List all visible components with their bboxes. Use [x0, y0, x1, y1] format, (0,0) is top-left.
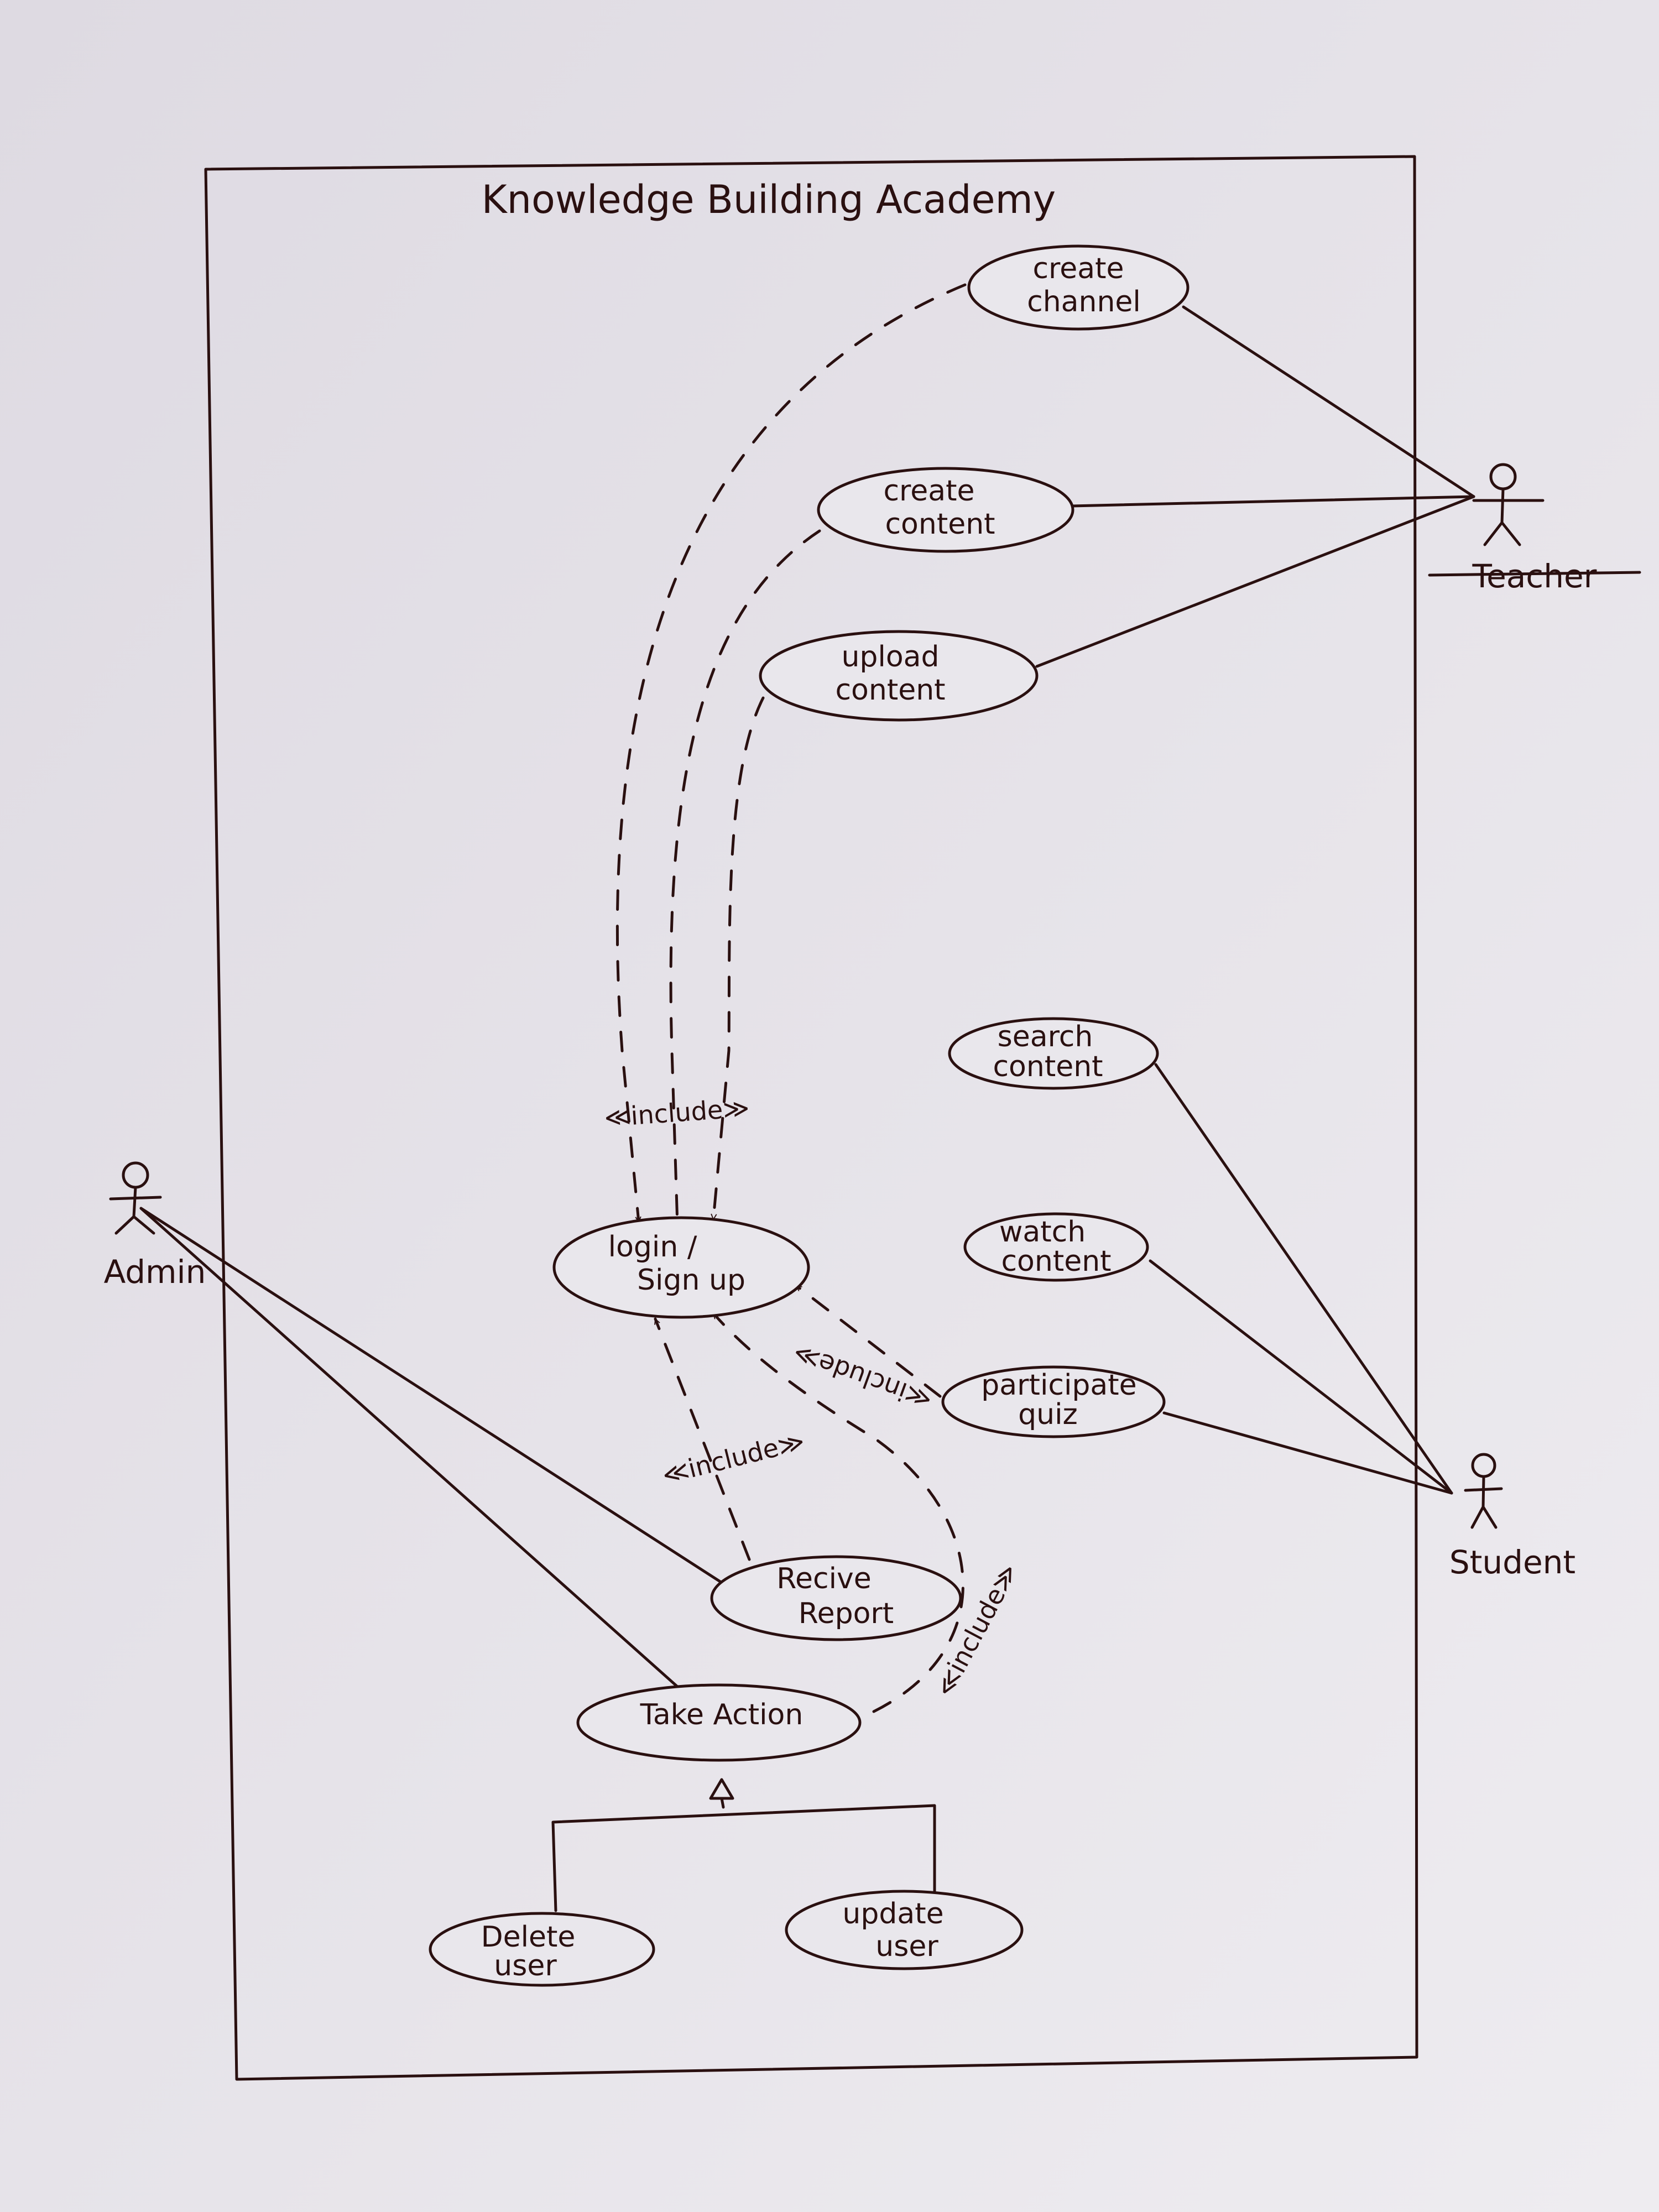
assoc-admin-take-action — [139, 1207, 679, 1688]
include-quiz-login — [795, 1284, 942, 1398]
svg-text:Recive: Recive — [776, 1562, 872, 1595]
actor-admin-label: Admin — [104, 1253, 206, 1291]
svg-text:Delete: Delete — [481, 1921, 576, 1954]
svg-text:update: update — [842, 1897, 943, 1931]
use-case-take-action[interactable]: Take Action — [576, 1683, 862, 1762]
actor-student[interactable]: Student — [1449, 1453, 1575, 1581]
actor-admin[interactable]: Admin — [104, 1161, 206, 1291]
svg-text:Report: Report — [799, 1597, 894, 1630]
svg-text:watch: watch — [999, 1215, 1086, 1249]
svg-text:create: create — [1032, 252, 1124, 285]
svg-text:Sign up: Sign up — [637, 1264, 745, 1297]
actor-teacher-label: Teacher — [1472, 557, 1597, 595]
svg-text:content: content — [993, 1050, 1103, 1083]
include-create-content-login — [669, 529, 821, 1227]
use-case-login-signup[interactable]: login / Sign up — [552, 1216, 810, 1319]
svg-text:participate: participate — [981, 1369, 1136, 1402]
include-action-login — [712, 1312, 964, 1713]
svg-text:search: search — [998, 1020, 1093, 1053]
svg-text:content: content — [885, 508, 995, 541]
generalization-branch — [551, 1804, 936, 1912]
associations — [139, 305, 1475, 1688]
svg-text:upload: upload — [841, 640, 939, 674]
use-case-receive-report[interactable]: Recive Report — [710, 1555, 962, 1641]
use-case-delete-user[interactable]: Delete user — [429, 1912, 655, 1987]
assoc-student-participate-quiz — [1162, 1411, 1453, 1495]
system-boundary — [204, 155, 1418, 2081]
use-case-upload-content[interactable]: upload content — [759, 630, 1039, 722]
svg-text:quiz: quiz — [1018, 1398, 1078, 1431]
use-case-participate-quiz[interactable]: participate quiz — [941, 1365, 1166, 1438]
actor-teacher[interactable]: Teacher — [1428, 463, 1641, 595]
svg-text:content: content — [1001, 1245, 1111, 1278]
svg-text:Take Action: Take Action — [640, 1698, 804, 1731]
use-case-create-content[interactable]: create content — [817, 467, 1074, 553]
assoc-teacher-create-content — [1070, 495, 1475, 508]
use-case-watch-content[interactable]: watch content — [963, 1212, 1149, 1282]
svg-text:channel: channel — [1027, 285, 1141, 319]
svg-text:create: create — [883, 474, 974, 508]
actor-student-label: Student — [1449, 1543, 1575, 1581]
use-case-search-content[interactable]: search content — [948, 1017, 1159, 1090]
assoc-teacher-upload-content — [1035, 495, 1475, 668]
use-case-create-channel[interactable]: create channel — [967, 244, 1190, 331]
include-report-login — [654, 1317, 751, 1561]
include-upload-content-login — [713, 696, 765, 1221]
assoc-admin-receive-report — [139, 1207, 726, 1586]
assoc-student-search-content — [1154, 1063, 1453, 1495]
include-create-channel-login — [615, 283, 967, 1224]
assoc-teacher-create-channel — [1182, 305, 1475, 498]
generalization — [551, 1778, 936, 1912]
svg-text:user: user — [494, 1949, 557, 1983]
include-relations — [615, 283, 967, 1713]
svg-text:content: content — [835, 674, 945, 707]
system-title: Knowledge Building Academy — [482, 177, 1056, 222]
assoc-student-watch-content — [1149, 1259, 1453, 1495]
svg-text:user: user — [875, 1930, 938, 1963]
svg-text:login /: login / — [608, 1230, 697, 1264]
use-case-update-user[interactable]: update user — [785, 1890, 1024, 1970]
